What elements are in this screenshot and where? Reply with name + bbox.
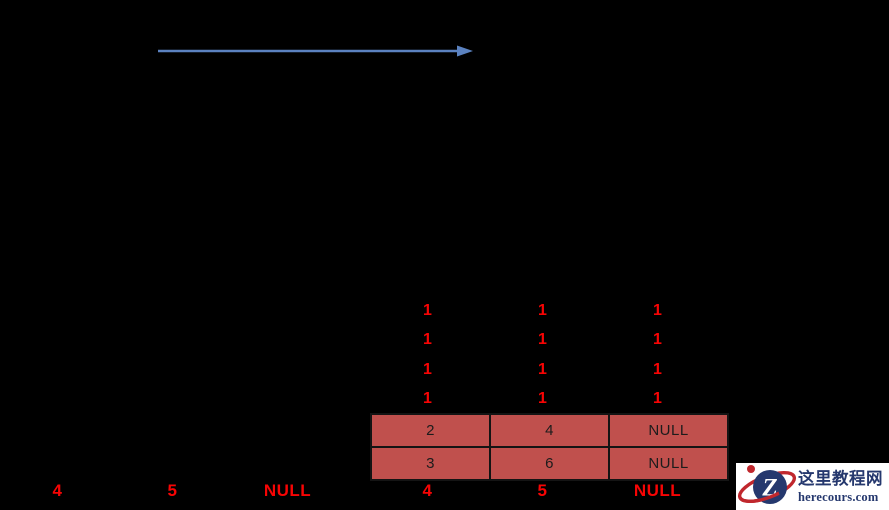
ones-grid: 1 1 1 1 1 1 1 1 1 1 1 1 bbox=[370, 296, 715, 414]
result-label: NULL bbox=[263, 481, 312, 500]
ones-cell: 1 bbox=[538, 331, 547, 349]
table-cell: NULL bbox=[608, 413, 729, 448]
watermark-logo: Z 这里教程网 herecours.com bbox=[736, 463, 889, 510]
ones-cell: 1 bbox=[423, 360, 432, 378]
result-label: 4 bbox=[422, 481, 433, 500]
logo-domain: herecours.com bbox=[798, 489, 879, 504]
table-cell: 6 bbox=[489, 446, 610, 481]
values-table: 2 4 NULL 3 6 NULL bbox=[370, 413, 729, 481]
result-label: 4 bbox=[52, 481, 63, 500]
logo-text: 这里教程网 herecours.com bbox=[798, 470, 883, 503]
ones-cell: 1 bbox=[653, 331, 662, 349]
right-arrow-icon bbox=[158, 45, 473, 57]
logo-title: 这里教程网 bbox=[798, 470, 883, 488]
table-cell: NULL bbox=[608, 446, 729, 481]
ones-cell: 1 bbox=[538, 301, 547, 319]
table-row: 2 4 NULL bbox=[370, 413, 729, 448]
ones-cell: 1 bbox=[653, 301, 662, 319]
result-labels-left: 4 5 NULL bbox=[0, 480, 345, 502]
table-row: 3 6 NULL bbox=[370, 446, 729, 481]
table-cell: 4 bbox=[489, 413, 610, 448]
result-label: 5 bbox=[167, 481, 178, 500]
ones-cell: 1 bbox=[538, 390, 547, 408]
ones-cell: 1 bbox=[423, 301, 432, 319]
ones-cell: 1 bbox=[423, 331, 432, 349]
logo-orbit-z-icon: Z bbox=[736, 463, 798, 510]
ones-cell: 1 bbox=[423, 390, 432, 408]
ones-cell: 1 bbox=[653, 360, 662, 378]
result-labels-right: 4 5 NULL bbox=[370, 480, 715, 502]
ones-cell: 1 bbox=[653, 390, 662, 408]
result-label: 5 bbox=[537, 481, 548, 500]
table-cell: 3 bbox=[370, 446, 491, 481]
table-cell: 2 bbox=[370, 413, 491, 448]
ones-cell: 1 bbox=[538, 360, 547, 378]
result-label: NULL bbox=[633, 481, 682, 500]
